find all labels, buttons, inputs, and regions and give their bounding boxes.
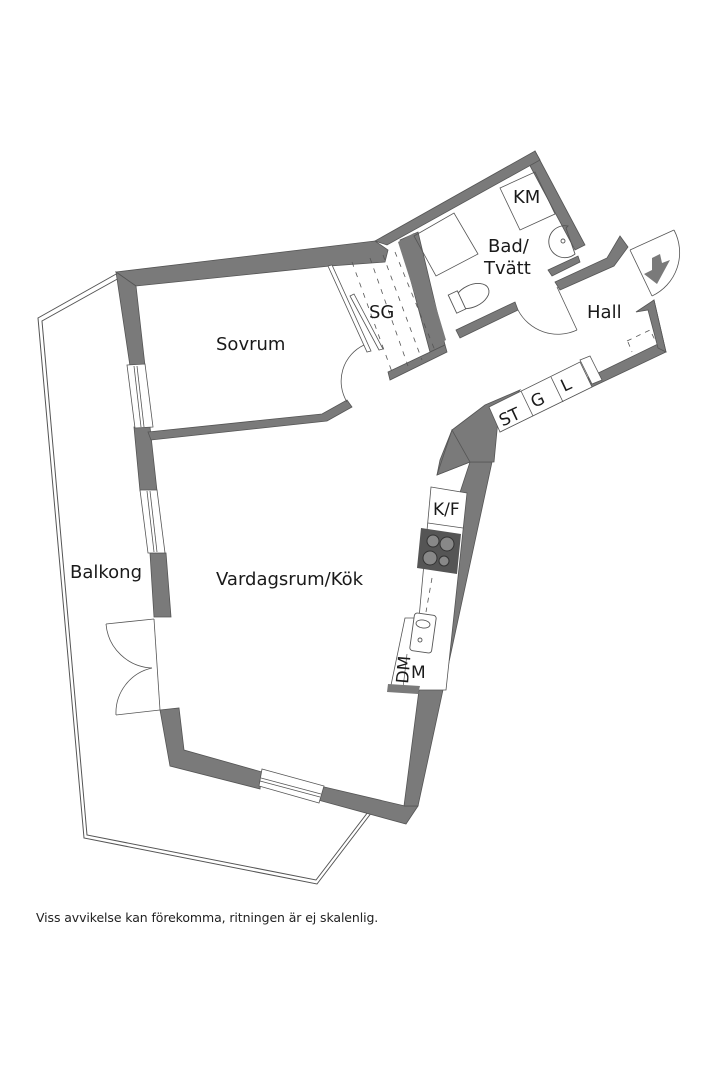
walls bbox=[114, 150, 667, 825]
closets bbox=[488, 355, 603, 433]
counter-divider bbox=[402, 653, 408, 689]
wardrobe bbox=[626, 329, 656, 353]
wall-sg-bad bbox=[398, 233, 446, 348]
window-icon bbox=[258, 768, 325, 804]
kitchen-wall-corner bbox=[387, 684, 420, 694]
label-tvatt: Tvätt bbox=[483, 258, 531, 279]
balcony-outline bbox=[37, 272, 373, 885]
label-hall: Hall bbox=[587, 302, 622, 323]
door-swing-icon bbox=[105, 618, 161, 716]
washbasin-icon bbox=[548, 225, 576, 259]
label-km: KM bbox=[513, 187, 540, 208]
label-vardagsrum: Vardagsrum/Kök bbox=[216, 569, 364, 590]
stove-icon bbox=[417, 528, 461, 574]
door-swing-icon bbox=[340, 344, 369, 403]
door-swing-icon bbox=[517, 286, 578, 335]
sliding-door bbox=[327, 264, 384, 353]
bathtub-shower bbox=[413, 212, 479, 277]
label-balkong: Balkong bbox=[70, 562, 142, 583]
label-dm: DM bbox=[393, 655, 415, 684]
window-icon bbox=[139, 489, 166, 554]
door-swing-icon bbox=[629, 229, 681, 297]
toilet-icon bbox=[447, 283, 490, 314]
label-m: M bbox=[411, 663, 426, 683]
window-icon bbox=[126, 363, 154, 429]
km-washing-machine bbox=[499, 171, 556, 231]
label-kf: K/F bbox=[433, 500, 460, 520]
disclaimer-text: Viss avvikelse kan förekomma, ritningen … bbox=[36, 910, 379, 925]
entrance-arrow-icon bbox=[644, 254, 670, 284]
label-bad: Bad/ bbox=[488, 236, 530, 257]
sink-icon bbox=[409, 612, 437, 654]
label-sg: SG bbox=[369, 302, 394, 323]
label-sovrum: Sovrum bbox=[216, 334, 285, 355]
shelves bbox=[351, 251, 437, 373]
